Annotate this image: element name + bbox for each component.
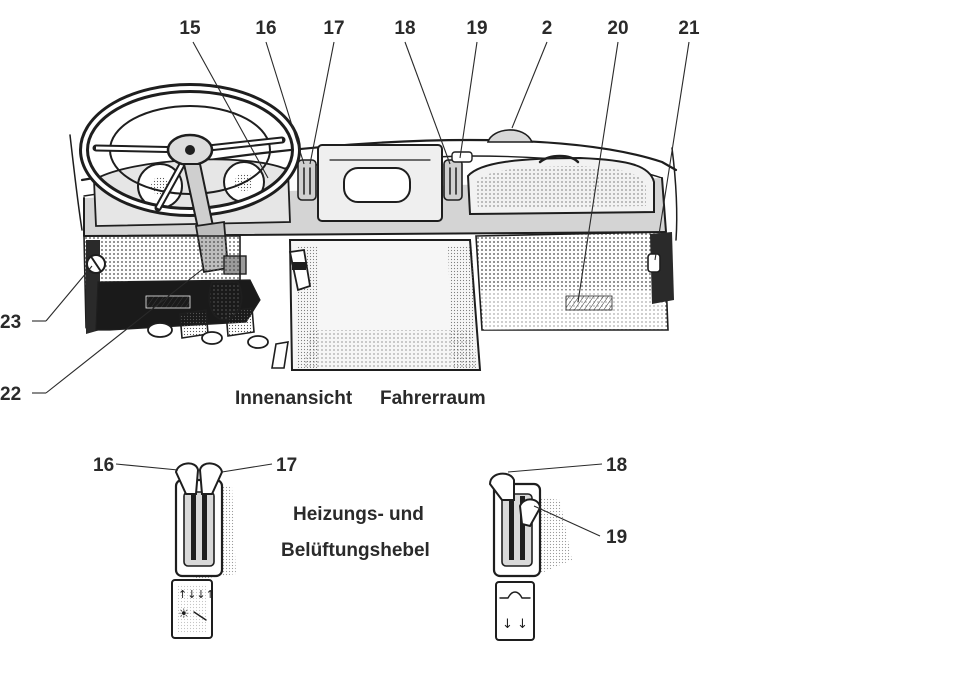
callout-18: 18	[394, 18, 451, 165]
callout-21: 21	[654, 18, 700, 261]
callout-19: 19	[459, 18, 488, 159]
svg-text:22: 22	[0, 384, 21, 405]
svg-text:23: 23	[0, 312, 21, 333]
svg-text:19: 19	[606, 527, 627, 548]
svg-text:↑↓↓↑: ↑↓↓↑	[178, 588, 215, 601]
callout-15: 15	[179, 18, 269, 179]
callout-2: 2	[511, 18, 553, 129]
heater-callout-18: 18	[507, 455, 627, 476]
svg-text:21: 21	[678, 18, 700, 39]
heater-lever-unit-right: ↓ ↓	[488, 472, 572, 641]
caption-heater-line2: Belüftungshebel	[281, 540, 430, 561]
callout-20: 20	[577, 18, 629, 303]
svg-text:20: 20	[607, 18, 628, 39]
callout-22: 22	[0, 267, 205, 405]
dashboard-illustration	[69, 83, 678, 371]
callout-16: 16	[255, 18, 305, 165]
caption-heater-line1: Heizungs- und	[293, 504, 424, 525]
heater-callout-17: 17	[221, 455, 297, 476]
svg-text:17: 17	[323, 18, 344, 39]
svg-text:2: 2	[542, 18, 553, 39]
heater-lever-unit-left: ↑↓↓↑ ☀	[171, 462, 236, 639]
caption-interior-view: Innenansicht	[235, 388, 353, 409]
caption-driver-compartment: Fahrerraum	[380, 388, 486, 409]
svg-text:18: 18	[394, 18, 415, 39]
svg-text:↓ ↓: ↓ ↓	[502, 617, 528, 632]
heater-callout-16: 16	[93, 455, 179, 476]
svg-text:17: 17	[276, 455, 297, 476]
callout-17: 17	[309, 18, 345, 165]
svg-text:18: 18	[606, 455, 627, 476]
svg-text:16: 16	[255, 18, 276, 39]
svg-text:16: 16	[93, 455, 114, 476]
callout-23: 23	[0, 265, 93, 333]
svg-text:19: 19	[466, 18, 487, 39]
heater-callout-19: 19	[533, 505, 627, 548]
svg-text:☀: ☀	[178, 607, 190, 622]
svg-text:15: 15	[179, 18, 201, 39]
